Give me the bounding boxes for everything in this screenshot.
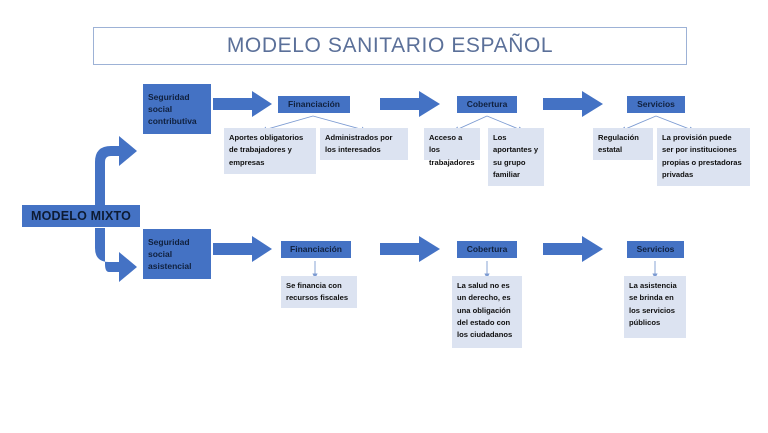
leaf-text: Regulación estatal <box>598 133 639 155</box>
flow-arrow-icon <box>543 91 603 117</box>
node-seguridad-social-asistencial[interactable]: Seguridad social asistencial <box>143 229 211 279</box>
node-seguridad-social-asistencial-label: Seguridad social asistencial <box>148 236 192 272</box>
leaf-aportes-obligatorios: Aportes obligatorios de trabajadores y e… <box>224 128 316 174</box>
page-title: MODELO SANITARIO ESPAÑOL <box>226 34 554 57</box>
leaf-text: Se financia con recursos fiscales <box>286 281 349 303</box>
node-servicios-inferior-label: Servicios <box>636 244 675 255</box>
elbow-arrow-up-right-icon <box>95 136 137 212</box>
node-cobertura-inferior-label: Cobertura <box>466 244 508 255</box>
leaf-salud-obligacion-estado: La salud no es un derecho, es una obliga… <box>452 276 522 348</box>
node-seguridad-social-contributiva-label: Seguridad social contributiva <box>148 91 197 127</box>
node-cobertura-superior-label: Cobertura <box>466 99 508 110</box>
node-financiacion-superior-label: Financiación <box>288 99 340 110</box>
leaf-text: La asistencia se brinda en los servicios… <box>629 281 677 327</box>
leaf-acceso-trabajadores: Acceso a los trabajadores <box>424 128 480 167</box>
flow-arrow-icon <box>213 91 272 117</box>
node-seguridad-social-contributiva[interactable]: Seguridad social contributiva <box>143 84 211 134</box>
node-servicios-inferior[interactable]: Servicios <box>627 241 684 258</box>
leaf-text: Aportes obligatorios de trabajadores y e… <box>229 133 304 167</box>
node-financiacion-superior[interactable]: Financiación <box>278 96 350 113</box>
leaf-recursos-fiscales: Se financia con recursos fiscales <box>281 276 357 308</box>
leaf-text: Los aportantes y su grupo familiar <box>493 133 539 179</box>
leaf-text: Acceso a los trabajadores <box>429 133 475 167</box>
flow-arrow-icon <box>543 236 603 262</box>
leaf-text: Administrados por los interesados <box>325 133 393 155</box>
flow-arrow-icon <box>380 236 440 262</box>
node-financiacion-inferior[interactable]: Financiación <box>281 241 351 258</box>
leaf-provision-instituciones: La provisión puede ser por instituciones… <box>657 128 750 186</box>
leaf-regulacion-estatal: Regulación estatal <box>593 128 653 160</box>
node-cobertura-inferior[interactable]: Cobertura <box>457 241 517 258</box>
leaf-administrados-interesados: Administrados por los interesados <box>320 128 408 160</box>
node-cobertura-superior[interactable]: Cobertura <box>457 96 517 113</box>
node-modelo-mixto[interactable]: MODELO MIXTO <box>22 205 140 227</box>
node-servicios-superior-label: Servicios <box>637 99 675 110</box>
node-financiacion-inferior-label: Financiación <box>290 244 342 255</box>
leaf-text: La salud no es un derecho, es una obliga… <box>457 281 513 340</box>
flow-arrow-icon <box>213 236 272 262</box>
diagram-title-box: MODELO SANITARIO ESPAÑOL <box>93 27 687 65</box>
leaf-aportantes-grupo-familiar: Los aportantes y su grupo familiar <box>488 128 544 186</box>
node-servicios-superior[interactable]: Servicios <box>627 96 685 113</box>
elbow-arrow-down-right-icon <box>95 228 137 282</box>
node-modelo-mixto-label: MODELO MIXTO <box>30 209 132 223</box>
leaf-asistencia-servicios-publicos: La asistencia se brinda en los servicios… <box>624 276 686 338</box>
leaf-text: La provisión puede ser por instituciones… <box>662 133 742 179</box>
flow-arrow-icon <box>380 91 440 117</box>
